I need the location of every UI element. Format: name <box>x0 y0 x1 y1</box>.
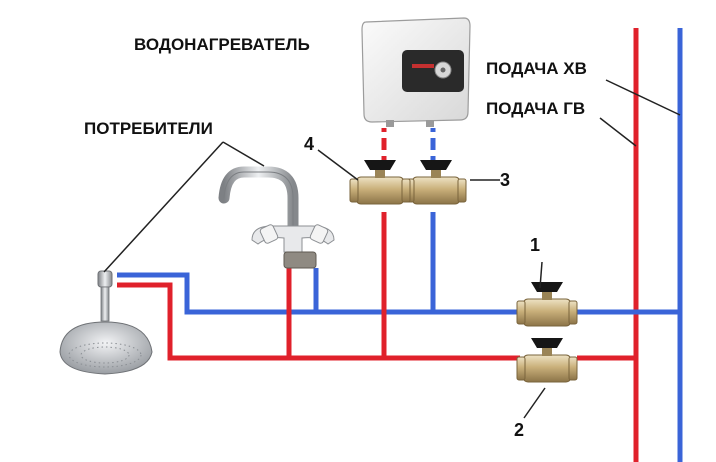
valve-number-2: 2 <box>514 420 524 440</box>
ball-valve-icon <box>349 159 411 205</box>
valve-number-1: 1 <box>530 235 540 255</box>
consumers-label: ПОТРЕБИТЕЛИ <box>84 119 213 138</box>
ball-valve-icon <box>405 159 467 205</box>
faucet-icon <box>218 166 335 269</box>
ball-valve-icon <box>516 281 578 327</box>
cold-supply-label: ПОДАЧА ХВ <box>486 59 587 78</box>
hot-distribution-pipe <box>117 282 520 361</box>
leader-lines <box>103 79 681 419</box>
hot-supply-label: ПОДАЧА ГВ <box>486 99 585 118</box>
ball-valve-icon <box>516 337 578 383</box>
cold-distribution-pipe <box>117 272 520 315</box>
water-heater-label: ВОДОНАГРЕВАТЕЛЬ <box>134 35 310 54</box>
valve-number-4: 4 <box>304 134 314 154</box>
valve-number-3: 3 <box>500 170 510 190</box>
water-heater-icon <box>361 17 471 127</box>
